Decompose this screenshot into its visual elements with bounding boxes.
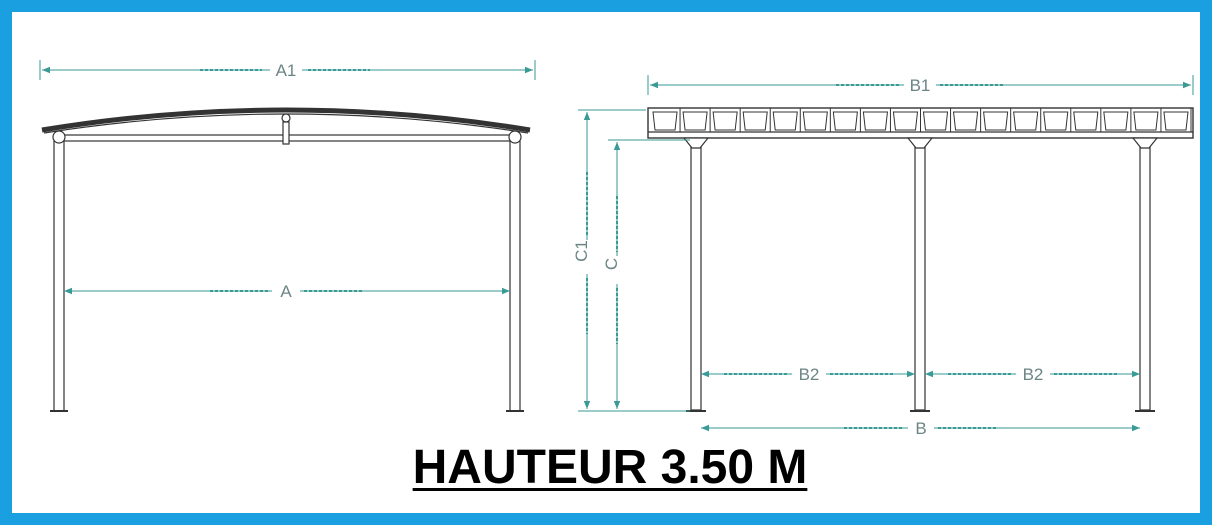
louver-slat <box>712 111 738 131</box>
dimension-b2-right: B2 <box>925 365 1140 384</box>
louver-slat <box>1013 111 1039 131</box>
louver-slat <box>832 111 858 131</box>
label-b2-left: B2 <box>799 365 820 384</box>
label-a: A <box>280 282 292 301</box>
louver-slat <box>802 111 828 131</box>
label-b1: B1 <box>910 76 931 95</box>
louver-slat <box>682 111 708 131</box>
dimension-a: A <box>64 282 510 301</box>
label-b: B <box>915 419 926 438</box>
height-caption: HAUTEUR 3.50 M <box>412 441 808 494</box>
louver-slat <box>862 111 889 131</box>
roof-louvers <box>652 108 1192 132</box>
dimension-a1: A1 <box>39 60 536 80</box>
side-view <box>41 107 531 412</box>
dimension-b: B <box>701 419 1140 438</box>
front-post-right <box>1139 139 1151 411</box>
curved-roof <box>41 107 531 133</box>
label-c: C <box>602 258 621 270</box>
louver-slat <box>983 111 1009 131</box>
front-post-left <box>690 139 702 411</box>
side-post-right <box>509 140 521 412</box>
front-view <box>647 107 1194 412</box>
label-c1: C1 <box>572 240 591 262</box>
louver-slat <box>1073 111 1099 131</box>
louver-slat <box>652 111 678 131</box>
side-post-left <box>53 140 65 412</box>
louver-slat <box>892 111 919 131</box>
label-a1: A1 <box>276 61 297 80</box>
dimension-b1: B1 <box>647 75 1194 95</box>
louver-slat <box>922 111 949 131</box>
louver-slat <box>1103 111 1129 131</box>
louver-slat <box>742 111 768 131</box>
dimension-c1: C1 <box>572 109 690 412</box>
louver-slat <box>952 111 979 131</box>
dimension-b2-left: B2 <box>701 365 915 384</box>
louver-slat <box>1043 111 1069 131</box>
label-b2-right: B2 <box>1023 365 1044 384</box>
dimension-c: C <box>602 139 690 409</box>
louver-slat <box>772 111 798 131</box>
front-post-center <box>914 139 926 411</box>
louver-slat <box>1163 111 1189 131</box>
louver-slat <box>1133 111 1159 131</box>
